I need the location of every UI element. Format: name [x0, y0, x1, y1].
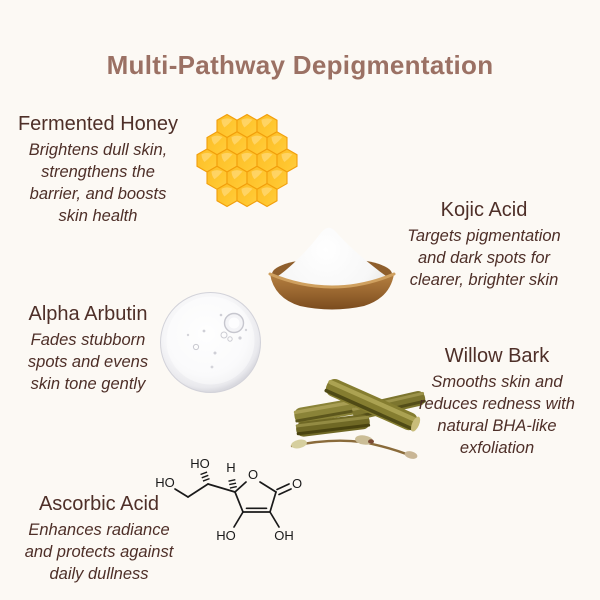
section-kojic-acid: Kojic Acid Targets pigmentation and dark… — [390, 198, 578, 292]
ingredient-description: Smooths skin and reduces redness with na… — [419, 373, 575, 457]
molecule-label-carbonyl-o: O — [292, 476, 302, 491]
ingredient-description: Fades stubborn spots and evens skin tone… — [27, 331, 149, 393]
section-willow-bark: Willow Bark Smooths skin and reduces red… — [403, 344, 591, 460]
section-fermented-honey: Fermented Honey Brightens dull skin, str… — [10, 112, 186, 228]
ingredient-name: Kojic Acid — [440, 199, 528, 221]
ingredient-description: Enhances radiance and protects against d… — [24, 521, 174, 583]
page-title: Multi-Pathway Depigmentation — [106, 50, 494, 80]
molecule-label-ho-top: HO — [190, 456, 210, 471]
molecule-label-ring-o: O — [248, 467, 258, 482]
gel-droplet-icon — [160, 292, 261, 393]
ingredient-description: Brightens dull skin, strengthens the bar… — [28, 141, 168, 225]
molecule-label-ho-left: HO — [155, 475, 175, 490]
powder-bowl-icon — [268, 227, 396, 310]
molecule-label-oh-bottom: OH — [274, 528, 294, 543]
section-ascorbic-acid: Ascorbic Acid Enhances radiance and prot… — [10, 492, 188, 586]
honeycomb-icon — [196, 113, 298, 208]
ingredient-name: Willow Bark — [444, 345, 550, 367]
molecule-label-ho-bottom: HO — [216, 528, 236, 543]
ingredient-name: Ascorbic Acid — [38, 493, 160, 515]
section-alpha-arbutin: Alpha Arbutin Fades stubborn spots and e… — [6, 302, 170, 396]
ingredient-name: Fermented Honey — [17, 113, 179, 135]
ingredient-description: Targets pigmentation and dark spots for … — [407, 227, 561, 289]
molecule-label-h: H — [226, 460, 235, 475]
ingredient-name: Alpha Arbutin — [28, 303, 148, 325]
